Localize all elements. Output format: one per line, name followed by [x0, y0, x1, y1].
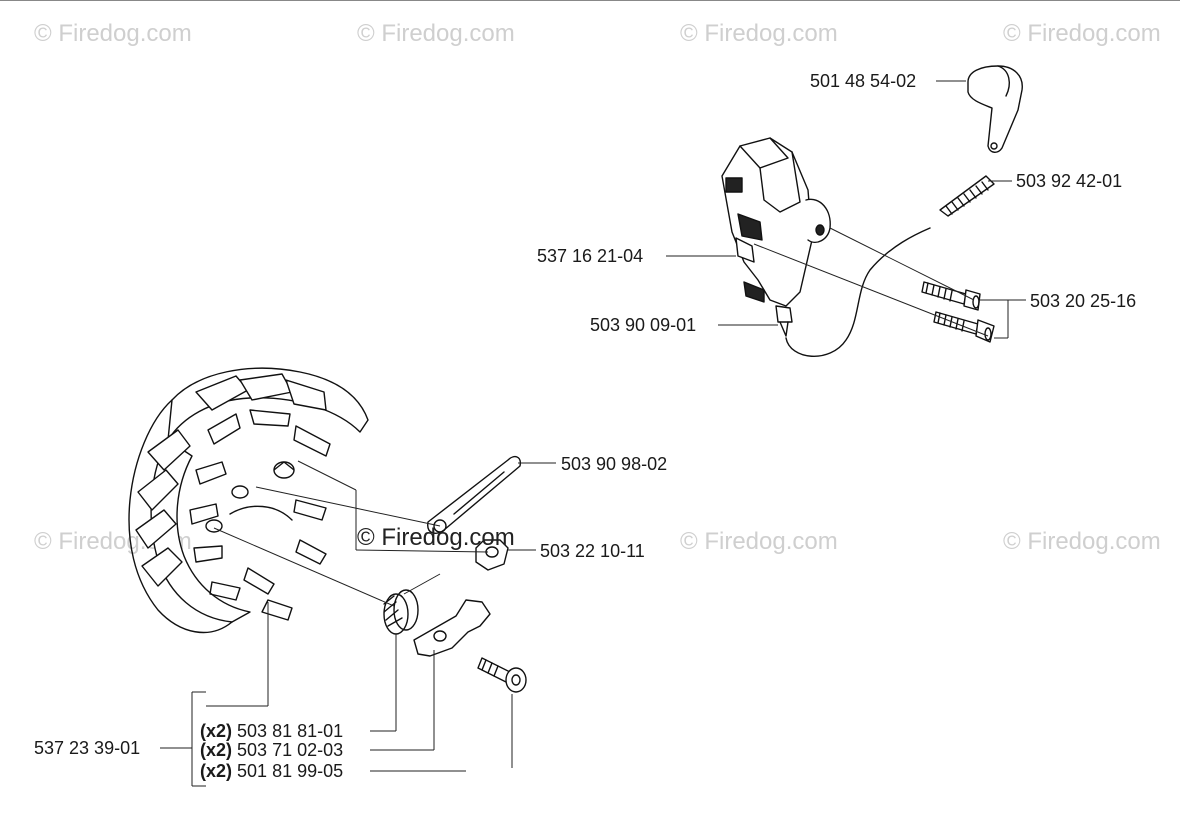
part-label-kit-screw[interactable]: (x2) 501 81 99-05: [200, 761, 343, 781]
flywheel: [128, 367, 369, 634]
watermark: © Firedog.com: [1003, 20, 1161, 47]
part-label-flywheel[interactable]: 537 23 39-01: [34, 738, 141, 758]
quantity-badge: (x2): [200, 740, 233, 760]
part-label-ignition-module[interactable]: 537 16 21-04: [537, 246, 644, 266]
switch-knob: [967, 65, 1023, 153]
part-number: 503 71 02-03: [237, 740, 344, 760]
nut: [475, 539, 509, 571]
top-border: [0, 0, 1180, 1]
part-label-kit-spring[interactable]: (x2) 503 81 81-01: [200, 721, 343, 741]
part-label-spring[interactable]: 503 92 42-01: [1016, 171, 1123, 191]
watermark: © Firedog.com: [357, 524, 515, 551]
spring: [939, 175, 995, 217]
watermark: © Firedog.com: [680, 20, 838, 47]
part-number: 501 81 99-05: [237, 761, 344, 781]
watermark: © Firedog.com: [680, 528, 838, 555]
part-label-switch-knob[interactable]: 501 48 54-02: [810, 71, 917, 91]
ring-spring: [383, 589, 419, 635]
part-label-cable-connector[interactable]: 503 90 09-01: [590, 315, 697, 335]
quantity-badge: (x2): [200, 721, 233, 741]
pawl-screw: [477, 657, 527, 693]
quantity-badge: (x2): [200, 761, 233, 781]
watermark: © Firedog.com: [34, 20, 192, 47]
pawl-lever: [427, 455, 522, 534]
watermark: © Firedog.com: [1003, 528, 1161, 555]
ignition-bolt: [921, 281, 981, 311]
part-number: 503 81 81-01: [237, 721, 344, 741]
ignition-module: [721, 137, 931, 357]
pawl: [413, 599, 491, 657]
part-label-kit-pawl[interactable]: (x2) 503 71 02-03: [200, 740, 343, 760]
watermark: © Firedog.com: [357, 20, 515, 47]
part-label-pawl-spring[interactable]: 503 90 98-02: [561, 454, 668, 474]
part-label-bolts[interactable]: 503 20 25-16: [1030, 291, 1137, 311]
part-label-nut[interactable]: 503 22 10-11: [540, 541, 645, 561]
